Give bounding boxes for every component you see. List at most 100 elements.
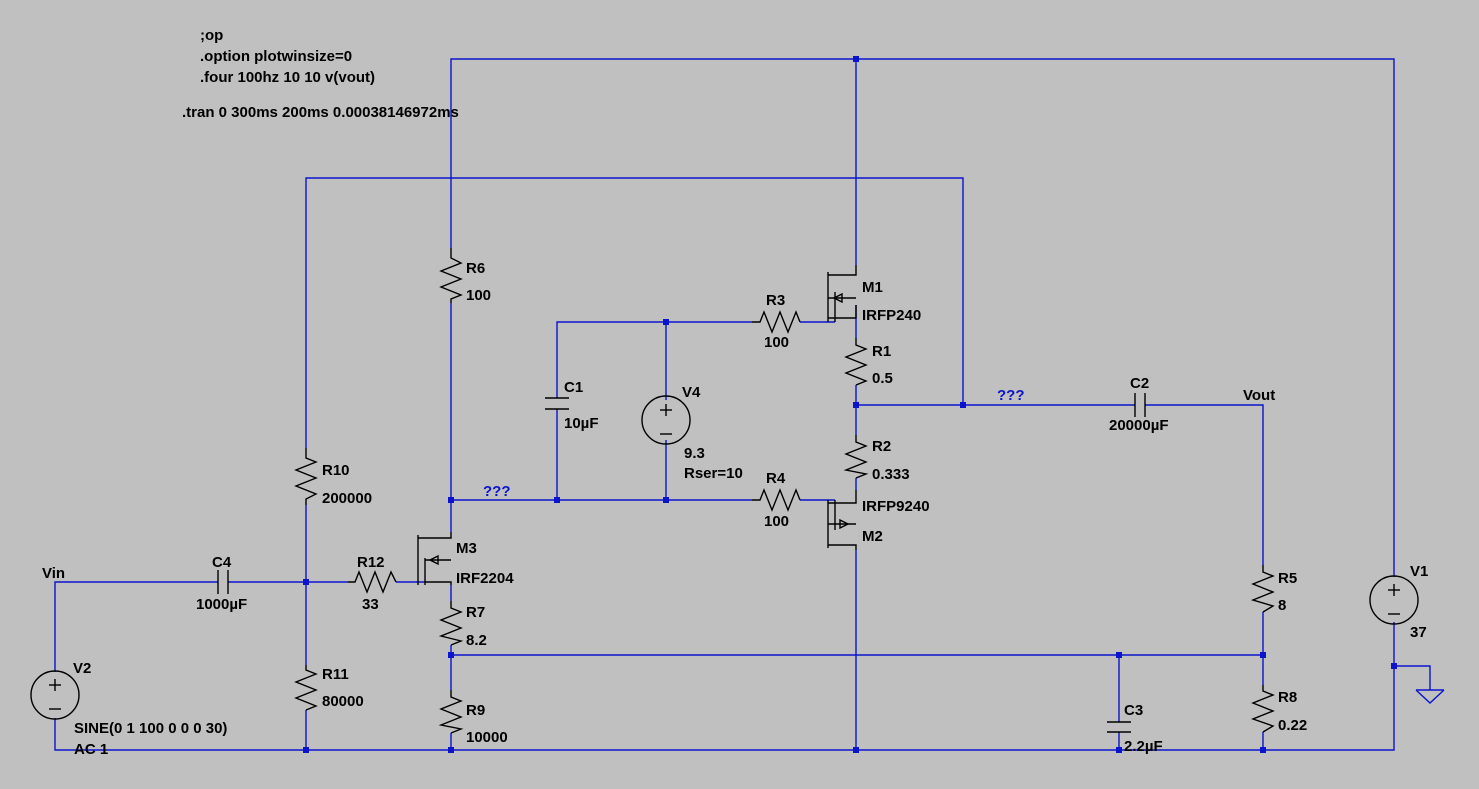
resistor-r8[interactable]: R8 0.22: [1251, 685, 1307, 734]
junction-dot: [663, 497, 669, 503]
mosfet-m1[interactable]: M1 IRFP240: [827, 265, 921, 324]
resistor-r12-symbol: [348, 570, 397, 594]
ground-icon-triangle: [1415, 689, 1445, 704]
wire-vin[interactable]: [54, 581, 218, 672]
mosfet-m3[interactable]: M3 IRF2204: [417, 532, 514, 587]
junction-dot: [1116, 652, 1122, 658]
capacitor-c3-value: 2.2µF: [1124, 738, 1163, 755]
resistor-r10[interactable]: R10 200000: [294, 448, 372, 507]
net-label-vout[interactable]: Vout: [1243, 387, 1275, 404]
resistor-r2-name: R2: [872, 438, 891, 455]
resistor-r12[interactable]: R12 33: [348, 554, 397, 613]
capacitor-c3[interactable]: C3 2.2µF: [1107, 702, 1163, 755]
mosfet-m3-arrow: [428, 554, 439, 566]
resistor-r4[interactable]: R4 100: [752, 470, 801, 530]
mosfet-m1-drain-lead: [828, 265, 857, 276]
resistor-r8-name: R8: [1278, 689, 1297, 706]
junction-dot: [1260, 652, 1266, 658]
resistor-r9[interactable]: R9 10000: [438, 690, 508, 746]
wire-gnd-rail[interactable]: [54, 622, 1395, 751]
resistor-r6-name: R6: [466, 260, 485, 277]
resistor-r7-symbol: [438, 601, 464, 646]
resistor-r7-value: 8.2: [466, 632, 487, 649]
directive-option[interactable]: .option plotwinsize=0: [200, 48, 352, 65]
junction-dot: [448, 497, 454, 503]
resistor-r6-value: 100: [466, 287, 491, 304]
mosfet-m2-model: IRFP9240: [862, 498, 930, 515]
wire-c1-top[interactable]: [556, 321, 752, 398]
wire-top-rail[interactable]: [450, 58, 1395, 577]
resistor-r11[interactable]: R11 80000: [294, 665, 364, 711]
resistor-r2-symbol: [843, 435, 869, 479]
junction-dot: [554, 497, 560, 503]
resistor-r5-symbol: [1250, 565, 1275, 613]
junction-dot: [303, 579, 309, 585]
resistor-r12-value: 33: [362, 596, 379, 613]
mosfet-m2[interactable]: IRFP9240 M2: [827, 490, 930, 550]
junctions: [303, 56, 1397, 753]
resistor-r1[interactable]: R1 0.5: [844, 338, 893, 387]
capacitor-c1-name: C1: [564, 379, 583, 396]
resistor-r6[interactable]: R6 100: [439, 248, 491, 304]
resistor-r4-symbol: [752, 488, 801, 512]
resistor-r9-value: 10000: [466, 729, 508, 746]
voltage-source-v4-rser: Rser=10: [684, 465, 743, 482]
resistor-r3-value: 100: [764, 334, 789, 351]
resistor-r4-name: R4: [766, 470, 786, 487]
capacitor-c4-name: C4: [212, 554, 232, 571]
resistor-r11-name: R11: [322, 666, 349, 683]
ground-icon[interactable]: [1415, 689, 1445, 704]
resistor-r2[interactable]: R2 0.333: [843, 435, 910, 483]
voltage-source-v2[interactable]: V2 SINE(0 1 100 0 0 0 30) AC 1: [30, 660, 227, 758]
mosfet-m2-source-lead: [828, 490, 857, 504]
capacitor-c4[interactable]: C4 1000µF: [196, 554, 247, 613]
voltage-source-v1-body: [1369, 575, 1419, 625]
voltage-source-v4-value: 9.3: [684, 445, 705, 462]
mosfet-m1-name: M1: [862, 279, 883, 296]
directive-op[interactable]: ;op: [200, 27, 223, 44]
resistor-r5[interactable]: R5 8: [1250, 565, 1297, 614]
junction-dot: [1116, 747, 1122, 753]
resistor-r5-name: R5: [1278, 570, 1297, 587]
capacitor-c3-name: C3: [1124, 702, 1143, 719]
resistor-r8-value: 0.22: [1278, 717, 1307, 734]
mosfet-m3-source-lead: [425, 581, 452, 585]
voltage-source-v1-value: 37: [1410, 624, 1427, 641]
net-label-unknown-output[interactable]: ???: [997, 387, 1025, 404]
wires: [54, 58, 1431, 751]
directive-tran[interactable]: .tran 0 300ms 200ms 0.00038146972ms: [182, 104, 459, 121]
resistor-r4-value: 100: [764, 513, 789, 530]
mosfet-m1-source-lead: [828, 305, 857, 319]
resistor-r3-name: R3: [766, 292, 785, 309]
wire-vout[interactable]: [1145, 404, 1264, 565]
resistor-r1-value: 0.5: [872, 370, 893, 387]
directive-four[interactable]: .four 100hz 10 10 v(vout): [200, 69, 375, 86]
resistor-r9-name: R9: [466, 702, 485, 719]
net-labels: Vin Vout ??? ???: [42, 387, 1275, 582]
mosfet-m3-name: M3: [456, 540, 477, 557]
resistor-r6-symbol: [439, 248, 463, 303]
wire-gnd-tie[interactable]: [1394, 665, 1431, 690]
resistor-r3[interactable]: R3 100: [752, 292, 801, 351]
capacitor-c2[interactable]: C2 20000µF: [1109, 375, 1169, 434]
junction-dot: [663, 319, 669, 325]
wire-feedback[interactable]: [305, 177, 964, 448]
net-label-vin[interactable]: Vin: [42, 565, 65, 582]
voltage-source-v4[interactable]: V4 9.3 Rser=10: [641, 384, 743, 482]
net-label-unknown-bias[interactable]: ???: [483, 483, 511, 500]
capacitor-c1[interactable]: C1 10µF: [545, 379, 599, 432]
resistor-r10-name: R10: [322, 462, 350, 479]
junction-dot: [853, 402, 859, 408]
mosfet-m2-arrow: [839, 518, 850, 530]
voltage-source-v4-name: V4: [682, 384, 701, 401]
resistor-r8-symbol: [1251, 685, 1275, 733]
junction-dot: [853, 56, 859, 62]
voltage-source-v2-ac: AC 1: [74, 741, 108, 758]
capacitor-c4-value: 1000µF: [196, 596, 247, 613]
mosfet-m2-name: M2: [862, 528, 883, 545]
resistor-r7[interactable]: R7 8.2: [438, 601, 487, 649]
resistor-r12-name: R12: [357, 554, 385, 571]
voltage-source-v1[interactable]: V1 37: [1369, 563, 1428, 641]
resistor-r7-name: R7: [466, 604, 485, 621]
